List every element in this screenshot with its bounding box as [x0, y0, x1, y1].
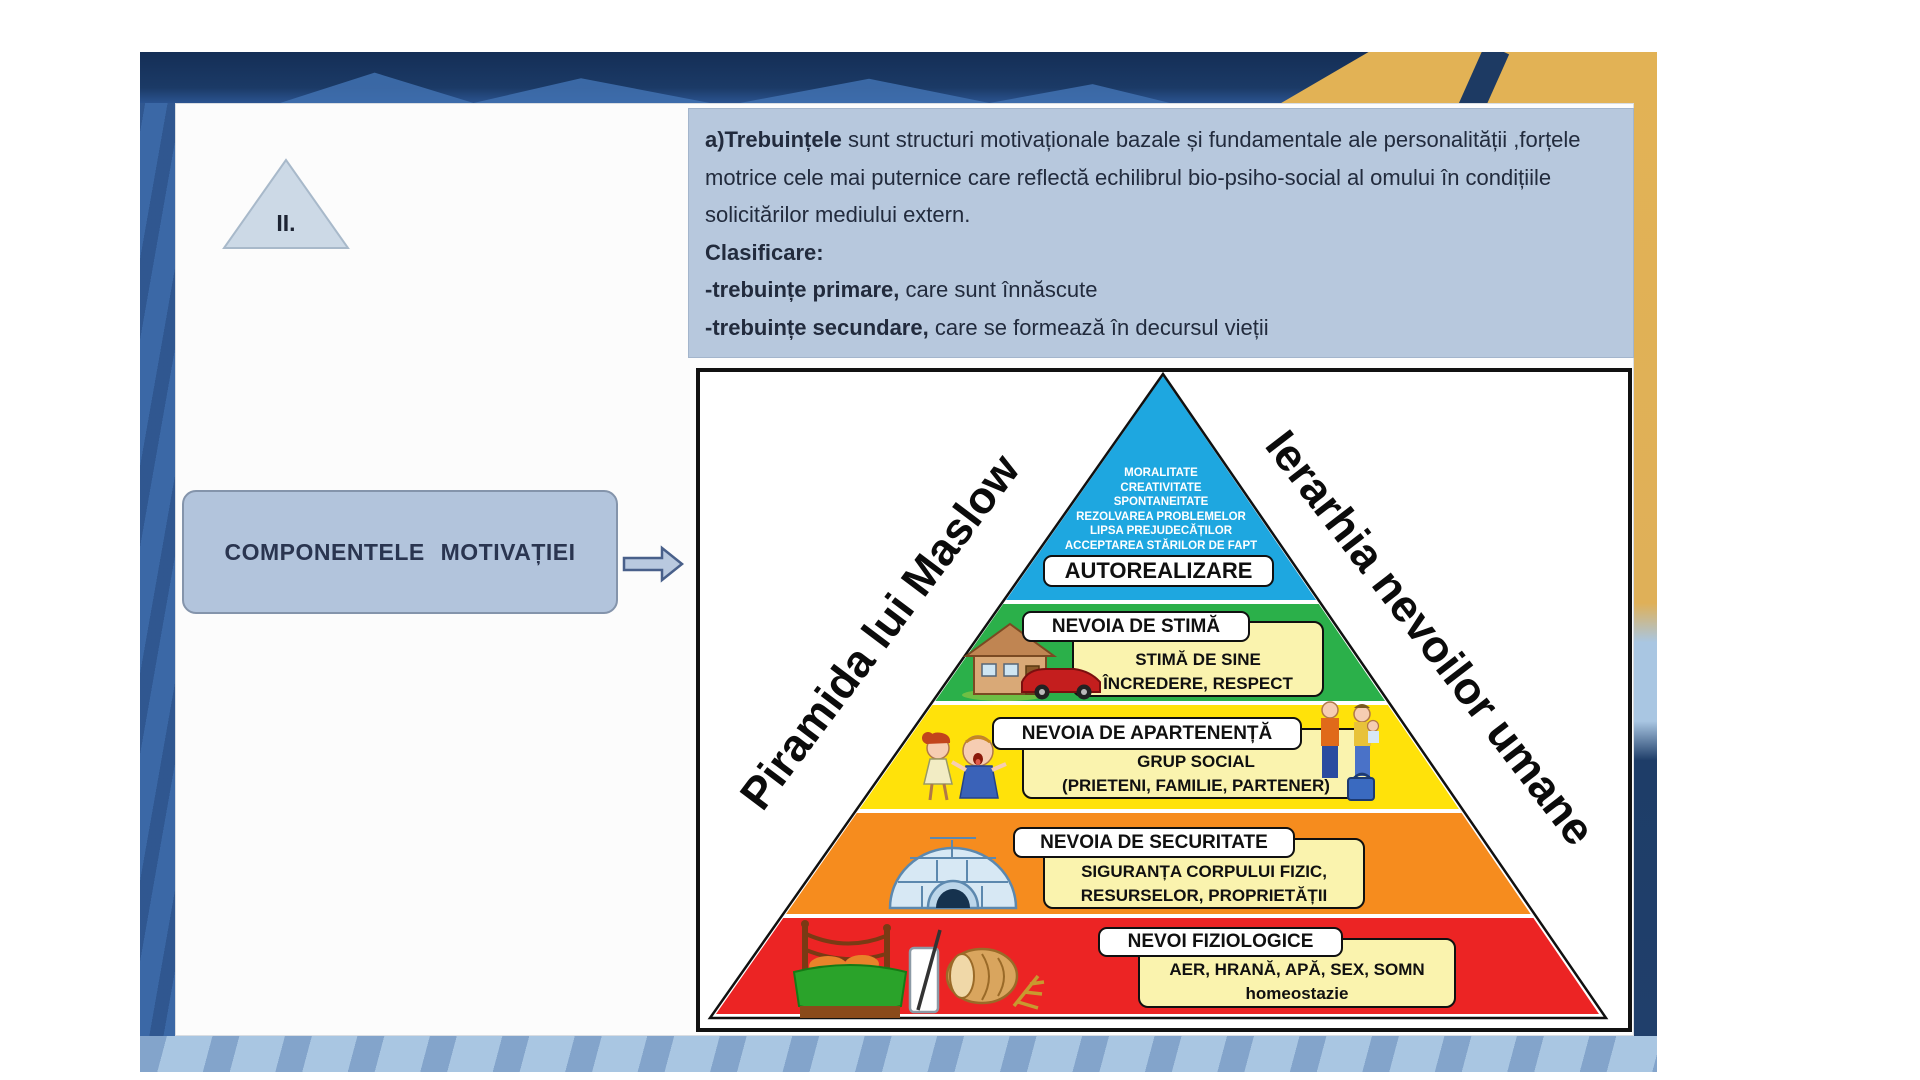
detail-line: RESURSELOR, PROPRIETĂȚII: [1080, 886, 1328, 905]
needs-paragraph: a)Trebuințele sunt structuri motivaționa…: [705, 121, 1617, 234]
trait-line: ACCEPTAREA STĂRILOR DE FAPT: [1064, 539, 1258, 552]
kissing-kids-illustration: [922, 732, 1007, 801]
trait-line: CREATIVITATE: [1120, 481, 1202, 494]
trait-line: MORALITATE: [1124, 467, 1198, 479]
photo-sail-shape: [1281, 52, 1657, 103]
detail-line: GRUP SOCIAL: [1137, 752, 1255, 771]
pill-nevoia-de-securitate: NEVOIA DE SECURITATE: [1013, 827, 1295, 858]
detail-line: (PRIETENI, FAMILIE, PARTENER): [1062, 776, 1330, 795]
classification-heading: Clasificare:: [705, 239, 824, 265]
house-and-car-illustration: [962, 622, 1101, 701]
right-block-arrow-icon: [622, 545, 685, 583]
pyramid-outline: [707, 372, 1609, 1020]
photo-mountain-shape: [740, 78, 1170, 103]
self-actualization-traits: MORALITATE CREATIVITATE SPONTANEITATE RE…: [1028, 466, 1294, 553]
bed-glass-bread-illustration: [792, 920, 1045, 1018]
maslow-pyramid-image: Piramida lui Maslow Ierarhia nevoilor um…: [696, 368, 1632, 1032]
pill-autorealizare: AUTOREALIZARE: [1043, 555, 1274, 587]
needs-paragraph-rest: sunt structuri motivaționale bazale și f…: [705, 127, 1581, 227]
needs-paragraph-lead: a)Trebuințele: [705, 127, 842, 152]
trait-line: REZOLVAREA PROBLEMELOR: [1076, 510, 1246, 523]
pill-nevoia-de-apartenenta: NEVOIA DE APARTENENȚĂ: [992, 717, 1302, 750]
concept-box: COMPONENTELE MOTIVAȚIEI: [182, 490, 618, 614]
detail-line: AER, HRANĂ, APĂ, SEX, SOMN: [1169, 960, 1425, 979]
classification-item-primary: -trebuințe primare, care sunt înnăscute: [705, 277, 1098, 302]
detail-line: STIMĂ DE SINE: [1135, 650, 1261, 669]
trait-line: SPONTANEITATE: [1113, 496, 1209, 508]
family-group-illustration: [1321, 701, 1380, 801]
detail-line: homeostazie: [1245, 984, 1349, 1003]
photo-bottom-band: [140, 1036, 1657, 1072]
classification-item-secondary: -trebuințe secundare, care se formează î…: [705, 314, 1269, 340]
igloo-illustration: [888, 837, 1018, 910]
pill-nevoia-de-stima: NEVOIA DE STIMĂ: [1022, 611, 1250, 642]
needs-text-box: a)Trebuințele sunt structuri motivaționa…: [688, 108, 1634, 358]
trait-line: LIPSA PREJUDECĂȚILOR: [1089, 525, 1233, 537]
photo-top-band: [140, 52, 1657, 103]
triangle-shape-icon: [222, 158, 350, 249]
section-marker-triangle: II.: [222, 158, 350, 250]
photo-sail-stripe: [1456, 52, 1510, 103]
detail-line: SIGURANȚA CORPULUI FIZIC,: [1081, 862, 1327, 881]
photo-mountain-shape: [280, 72, 710, 103]
concept-box-label: COMPONENTELE MOTIVAȚIEI: [224, 538, 576, 565]
photo-right-strip: [1634, 52, 1657, 1036]
detail-line: ÎNCREDERE, RESPECT: [1103, 674, 1293, 693]
section-marker-label: II.: [276, 210, 296, 236]
pill-nevoi-fiziologice: NEVOI FIZIOLOGICE: [1098, 927, 1343, 957]
